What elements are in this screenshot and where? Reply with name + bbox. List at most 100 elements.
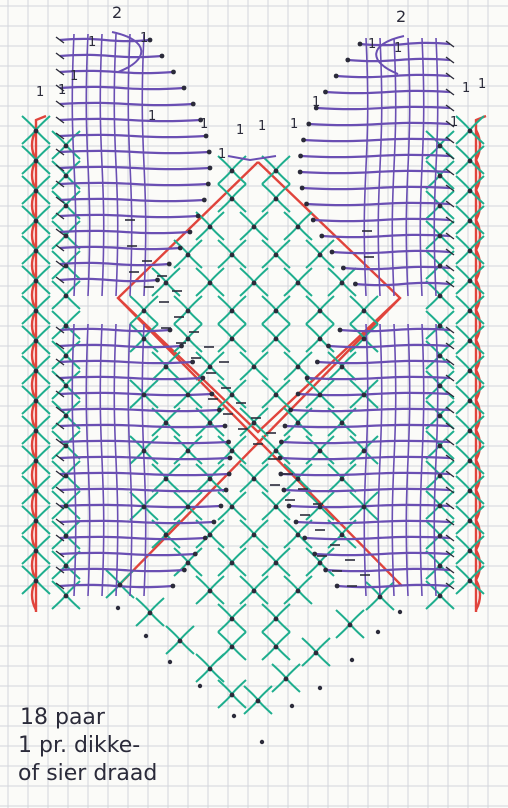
pin-dot [219, 504, 224, 509]
pin-dot [179, 344, 184, 349]
pin-dot [362, 449, 367, 454]
single-pair-mark: 1 [200, 117, 208, 132]
pin-dot [230, 337, 235, 342]
pin-dot [468, 129, 473, 134]
pin-dot [204, 134, 209, 139]
pin-dot [171, 70, 176, 75]
pin-dot [186, 393, 191, 398]
pin-dot [186, 309, 191, 314]
pin-dot [193, 552, 198, 557]
pin-dot [438, 204, 443, 209]
passive-pair [420, 38, 423, 296]
pin-dot [64, 294, 69, 299]
pin-dot [318, 393, 323, 398]
pin-dot [178, 639, 183, 644]
pin-dot [182, 86, 187, 91]
pin-dot [142, 309, 147, 314]
pin-dot [330, 250, 335, 255]
pin-dot [468, 549, 473, 554]
pin-dot [318, 309, 323, 314]
pin-dot [178, 246, 183, 251]
pin-dot [318, 505, 323, 510]
worker-pass [60, 247, 180, 249]
pin-dot [340, 421, 345, 426]
note-line-2: 1 pr. dikke- [18, 733, 140, 758]
pin-dot [186, 253, 191, 258]
pin-dot [64, 324, 69, 329]
pin-dot [223, 424, 228, 429]
pin-dot [362, 337, 367, 342]
pin-dot [230, 253, 235, 258]
pin-dot [288, 408, 293, 413]
pin-dot [34, 189, 39, 194]
pin-dot [278, 472, 283, 477]
ground-stitch [218, 296, 246, 310]
pin-dot [182, 568, 187, 573]
pin-dot [353, 282, 358, 287]
worker-pass [60, 569, 184, 571]
pin-dot [468, 369, 473, 374]
ground-stitch [240, 212, 268, 226]
pin-dot [326, 344, 331, 349]
worker-pass [336, 75, 450, 77]
pin-dot [148, 611, 153, 616]
worker-pass [348, 59, 450, 61]
pin-dot [203, 536, 208, 541]
pin-dot [34, 279, 39, 284]
worker-pass [60, 521, 214, 523]
pin-dot [438, 144, 443, 149]
pin-dot [283, 424, 288, 429]
pin-dot [202, 198, 207, 203]
pin-dot [200, 376, 205, 381]
pin-dot [226, 440, 231, 445]
pin-dot [196, 214, 201, 219]
passive-pair [100, 34, 103, 296]
pin-holes [34, 38, 473, 745]
ground-stitch [426, 131, 454, 145]
ground-stitch [166, 626, 194, 640]
worker-pass [60, 55, 162, 57]
pin-dot [191, 102, 196, 107]
pin-dot [319, 234, 324, 239]
pin-dot [284, 677, 289, 682]
pin-dot [208, 166, 213, 171]
pin-dot [468, 399, 473, 404]
pin-dot [340, 281, 345, 286]
ground-stitch [196, 268, 224, 282]
pin-dot [252, 477, 257, 482]
pin-dot [208, 421, 213, 426]
single-pair-mark: 1 [478, 77, 486, 92]
ground-stitch [218, 548, 246, 562]
pin-dot [164, 477, 169, 482]
ground-stitch [240, 576, 268, 590]
worker-pass [60, 151, 209, 153]
ground-stitch [262, 632, 290, 646]
ground-stitch [328, 268, 356, 282]
pin-dot [302, 536, 307, 541]
pin-dot [438, 324, 443, 329]
pin-dot [468, 159, 473, 164]
pin-dot [318, 449, 323, 454]
pin-dot [230, 449, 235, 454]
single-pair-mark: 1 [290, 117, 298, 132]
pin-dot [314, 651, 319, 656]
worker-pass [281, 441, 450, 443]
pin-dot [186, 505, 191, 510]
ground-stitch [426, 581, 454, 595]
worker-pass [325, 91, 450, 93]
pin-dot [167, 262, 172, 267]
pin-dot [217, 408, 222, 413]
pin-dot [340, 533, 345, 538]
pin-dot [340, 477, 345, 482]
pin-dot [274, 449, 279, 454]
pin-dot [296, 365, 301, 370]
pin-dot [468, 429, 473, 434]
pin-dot [438, 474, 443, 479]
pin-dot [279, 440, 284, 445]
pin-dot [34, 579, 39, 584]
pin-dot [318, 686, 322, 690]
pin-dot [468, 579, 473, 584]
pin-dot [34, 249, 39, 254]
pin-dot [164, 533, 169, 538]
pin-dot [294, 520, 299, 525]
